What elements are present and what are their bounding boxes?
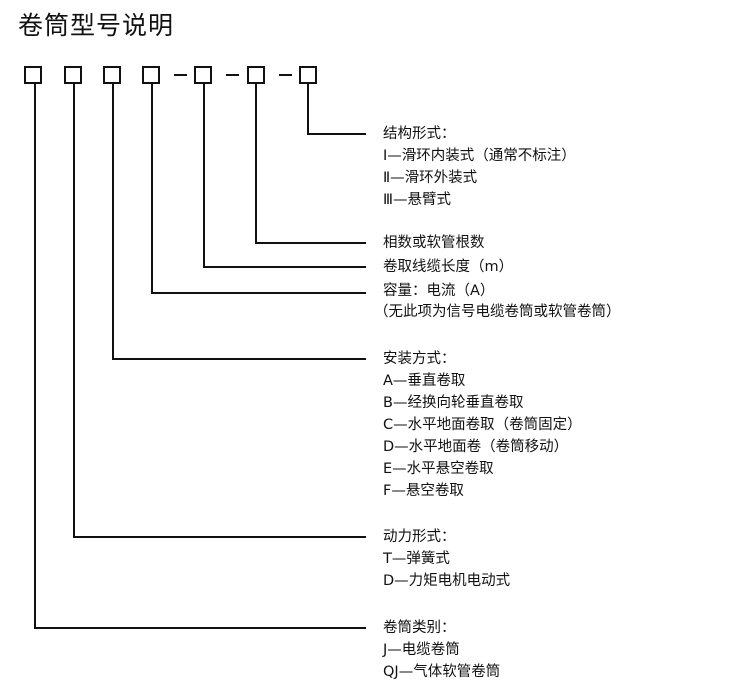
connector-install <box>112 84 366 360</box>
code-box-2 <box>64 66 82 84</box>
connector-phases <box>255 84 366 244</box>
code-box-1 <box>24 66 42 84</box>
structure-form-label: 结构形式： <box>383 126 456 142</box>
reel-category-label: 卷筒类别： <box>383 620 456 636</box>
connector-capacity <box>151 84 366 294</box>
power-item-t: T—弹簧式 <box>383 551 450 567</box>
install-item-e: E—水平悬空卷取 <box>383 461 494 477</box>
page-title: 卷筒型号说明 <box>18 11 175 40</box>
install-item-f: F—悬空卷取 <box>383 483 464 499</box>
phase-count-label: 相数或软管根数 <box>383 235 485 251</box>
install-item-d: D—水平地面卷（卷筒移动） <box>383 439 569 455</box>
category-item-qj: QJ—气体软管卷筒 <box>383 664 501 680</box>
code-dash-1 <box>174 74 187 76</box>
install-item-a: A—垂直卷取 <box>383 373 466 389</box>
install-item-b: B—经换向轮垂直卷取 <box>383 395 524 411</box>
code-box-3 <box>103 66 121 84</box>
power-form-label: 动力形式： <box>383 529 456 545</box>
structure-item-1: Ⅰ—滑环内装式（通常不标注） <box>383 148 576 164</box>
connector-structure <box>307 84 366 135</box>
power-item-d: D—力矩电机电动式 <box>383 573 511 589</box>
connector-power <box>73 84 366 538</box>
code-dash-2 <box>226 74 239 76</box>
connector-category <box>34 84 366 629</box>
code-box-7 <box>299 66 317 84</box>
code-dash-3 <box>279 74 292 76</box>
category-item-j: J—电缆卷筒 <box>383 642 460 658</box>
capacity-note: （无此项为信号电缆卷筒或软管卷筒） <box>374 304 621 320</box>
code-box-6 <box>247 66 265 84</box>
code-box-4 <box>142 66 160 84</box>
structure-item-2: Ⅱ—滑环外装式 <box>383 170 478 186</box>
install-method-label: 安装方式： <box>383 351 456 367</box>
code-box-5 <box>194 66 212 84</box>
structure-item-3: Ⅲ—悬臂式 <box>383 192 451 208</box>
connector-length <box>203 84 366 268</box>
cable-length-label: 卷取线缆长度（m） <box>383 259 514 275</box>
capacity-label: 容量：电流（A） <box>383 283 495 299</box>
install-item-c: C—水平地面卷取（卷筒固定） <box>383 417 582 433</box>
